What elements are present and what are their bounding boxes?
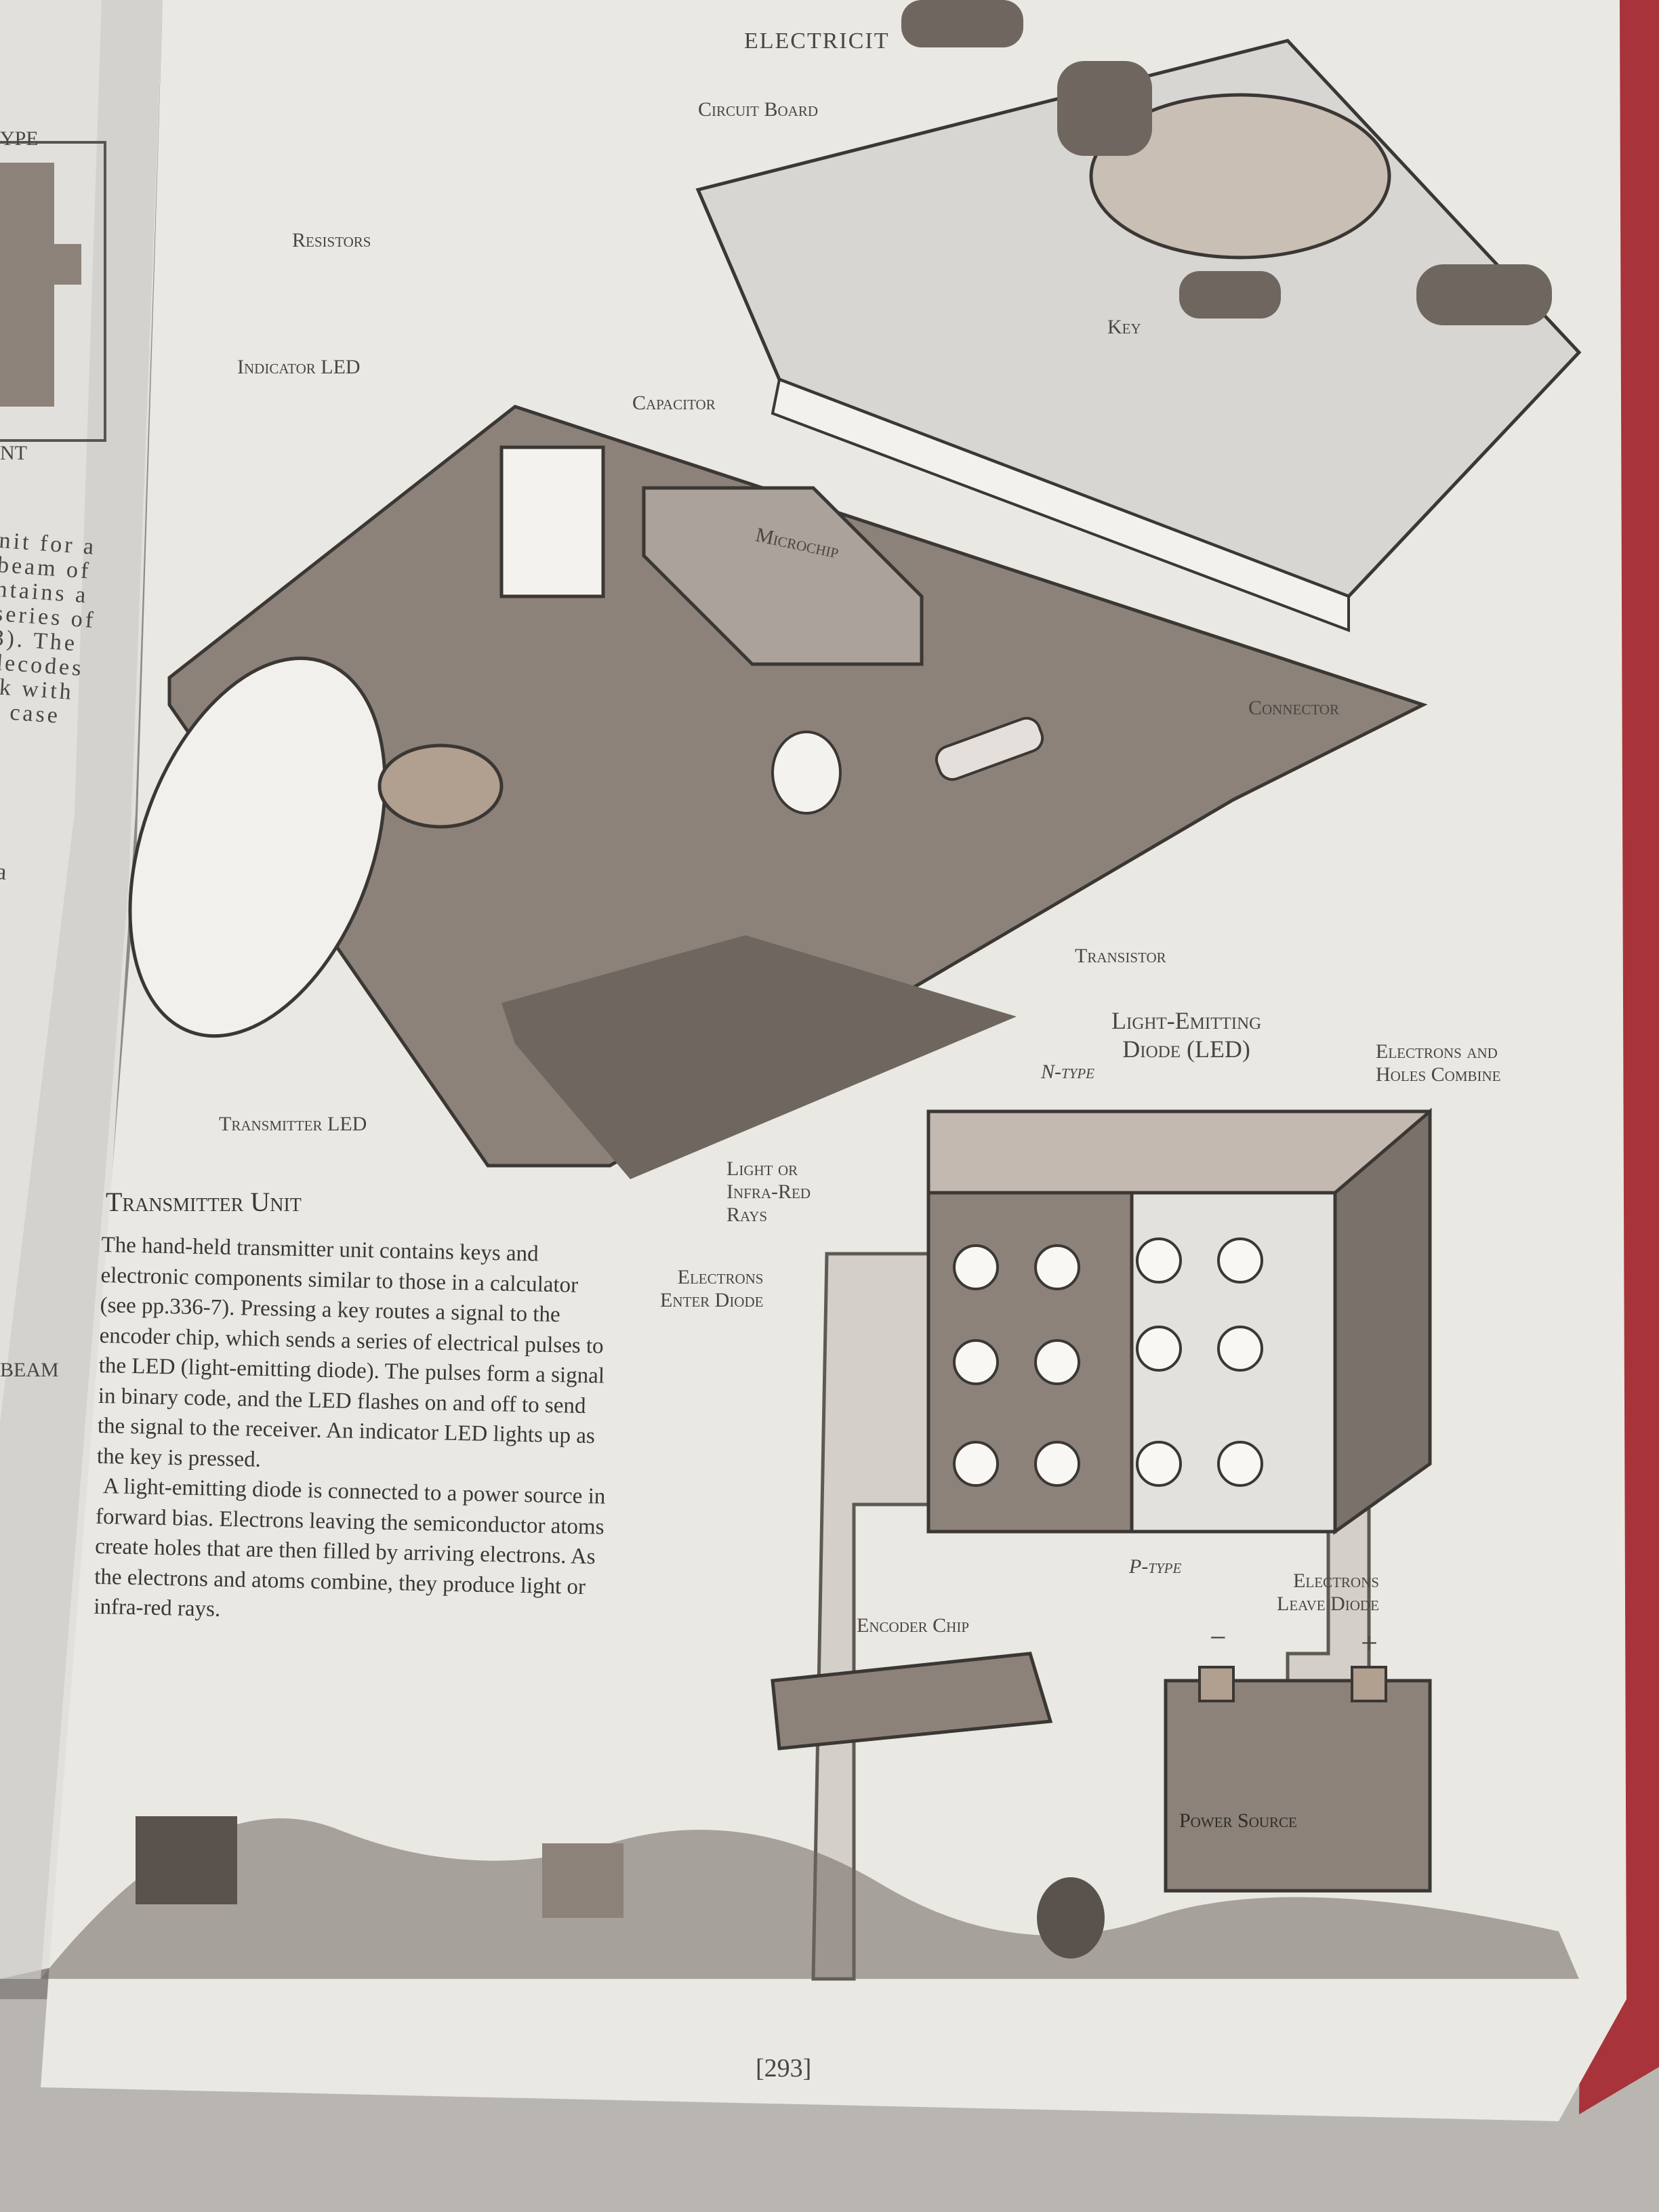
power-source-shape xyxy=(1164,1679,1432,1893)
article-paragraph-1: The hand-held transmitter unit contains … xyxy=(96,1232,605,1472)
label-capacitor: Capacitor xyxy=(632,392,716,414)
label-electrons-enter: Electrons Enter Diode xyxy=(660,1266,763,1312)
led-cube-illustration xyxy=(771,1107,1432,1981)
label-plus-terminal: + xyxy=(1361,1626,1378,1660)
led-title-line2: Diode (LED) xyxy=(1122,1036,1250,1063)
enter-line2: Enter Diode xyxy=(660,1289,764,1311)
landscape-illustration xyxy=(41,1816,1579,1979)
left-page-diagram-shape xyxy=(0,163,81,407)
enter-line1: Electrons xyxy=(677,1266,764,1288)
page-number: [293] xyxy=(756,2054,812,2083)
label-transistor: Transistor xyxy=(1075,945,1166,967)
combine-line2: Holes Combine xyxy=(1376,1063,1501,1086)
left-label-ype: YPE xyxy=(0,127,39,150)
rays-line3: Rays xyxy=(726,1204,768,1226)
article-paragraph-2: A light-emitting diode is connected to a… xyxy=(93,1474,606,1622)
label-transmitter-led: Transmitter LED xyxy=(219,1113,367,1135)
running-header: ELECTRICIT xyxy=(744,28,890,54)
label-key: Key xyxy=(1107,316,1141,338)
led-diagram-title: Light-Emitting Diode (LED) xyxy=(1111,1006,1261,1063)
left-page-diagram-frame xyxy=(0,141,106,442)
circuit-board-illustration xyxy=(128,0,1582,1179)
encoder-chip-shape xyxy=(771,1652,1053,1750)
label-circuit-board: Circuit Board xyxy=(698,98,819,121)
label-electrons-holes-combine: Electrons and Holes Combine xyxy=(1376,1040,1501,1086)
label-p-type: P-type xyxy=(1129,1555,1182,1578)
label-electrons-leave: Electrons Leave Diode xyxy=(1277,1570,1379,1616)
rays-line1: Light or xyxy=(726,1158,798,1180)
label-minus-terminal: − xyxy=(1210,1621,1227,1654)
leave-line2: Leave Diode xyxy=(1277,1593,1379,1615)
label-indicator-led: Indicator LED xyxy=(237,356,361,378)
combine-line1: Electrons and xyxy=(1376,1040,1498,1063)
left-label-beam: BEAM xyxy=(0,1359,59,1381)
article-heading: Transmitter Unit xyxy=(106,1187,302,1217)
left-page-line: s a xyxy=(0,858,10,886)
label-encoder-chip: Encoder Chip xyxy=(857,1614,970,1637)
label-light-rays: Light or Infra-Red Rays xyxy=(726,1158,811,1227)
left-label-nt: NT xyxy=(0,442,27,464)
leave-line1: Electrons xyxy=(1293,1570,1379,1592)
label-resistors: Resistors xyxy=(292,229,371,251)
rays-line2: Infra-Red xyxy=(726,1181,811,1203)
label-n-type: N-type xyxy=(1041,1061,1095,1083)
label-power-source: Power Source xyxy=(1179,1809,1297,1832)
label-connector: Connector xyxy=(1248,697,1339,719)
article-body: The hand-held transmitter unit contains … xyxy=(94,1230,617,1633)
led-title-line1: Light-Emitting xyxy=(1111,1007,1262,1034)
